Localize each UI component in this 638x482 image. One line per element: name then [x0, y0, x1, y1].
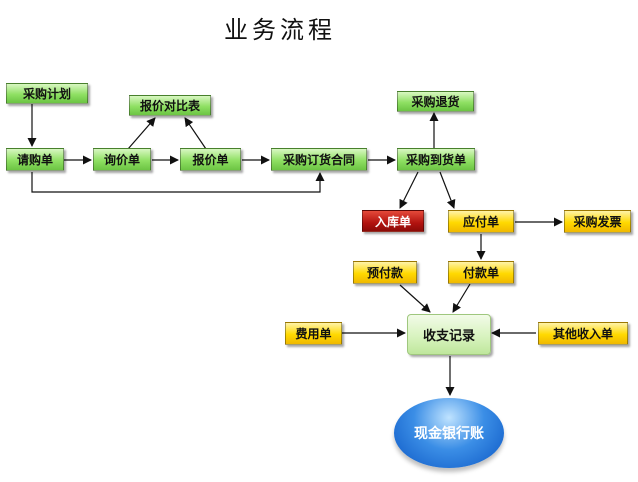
- arrow-arrival-stockin: [399, 171, 419, 209]
- node-purchase-invoice[interactable]: 采购发票: [564, 210, 631, 233]
- node-cash-bank-ledger[interactable]: 现金银行账: [394, 398, 504, 468]
- node-other-income[interactable]: 其他收入单: [538, 322, 628, 345]
- node-payable[interactable]: 应付单: [448, 210, 514, 233]
- node-income-expense-record[interactable]: 收支记录: [407, 314, 491, 355]
- node-quotation[interactable]: 报价单: [180, 148, 241, 171]
- arrow-quote-compare: [184, 117, 207, 150]
- node-payment[interactable]: 付款单: [448, 261, 514, 284]
- arrow-payment-ledger: [452, 283, 471, 313]
- node-purchase-return[interactable]: 采购退货: [397, 91, 474, 112]
- arrow-prepay-ledger: [399, 284, 431, 313]
- node-stock-in[interactable]: 入库单: [362, 210, 424, 232]
- node-purchase-arrival[interactable]: 采购到货单: [397, 148, 475, 171]
- node-purchase-request[interactable]: 请购单: [6, 148, 64, 171]
- node-quote-comparison[interactable]: 报价对比表: [129, 95, 211, 116]
- arrow-inquiry-compare: [127, 117, 156, 150]
- node-purchase-plan[interactable]: 采购计划: [6, 83, 88, 104]
- node-inquiry[interactable]: 询价单: [93, 148, 151, 171]
- node-purchase-contract[interactable]: 采购订货合同: [271, 148, 367, 171]
- page-title: 业务流程: [224, 16, 336, 44]
- node-expense[interactable]: 费用单: [285, 322, 342, 345]
- arrow-arrival-payable: [439, 171, 456, 209]
- arrow-request-contract: [31, 172, 325, 193]
- node-prepayment[interactable]: 预付款: [353, 261, 417, 284]
